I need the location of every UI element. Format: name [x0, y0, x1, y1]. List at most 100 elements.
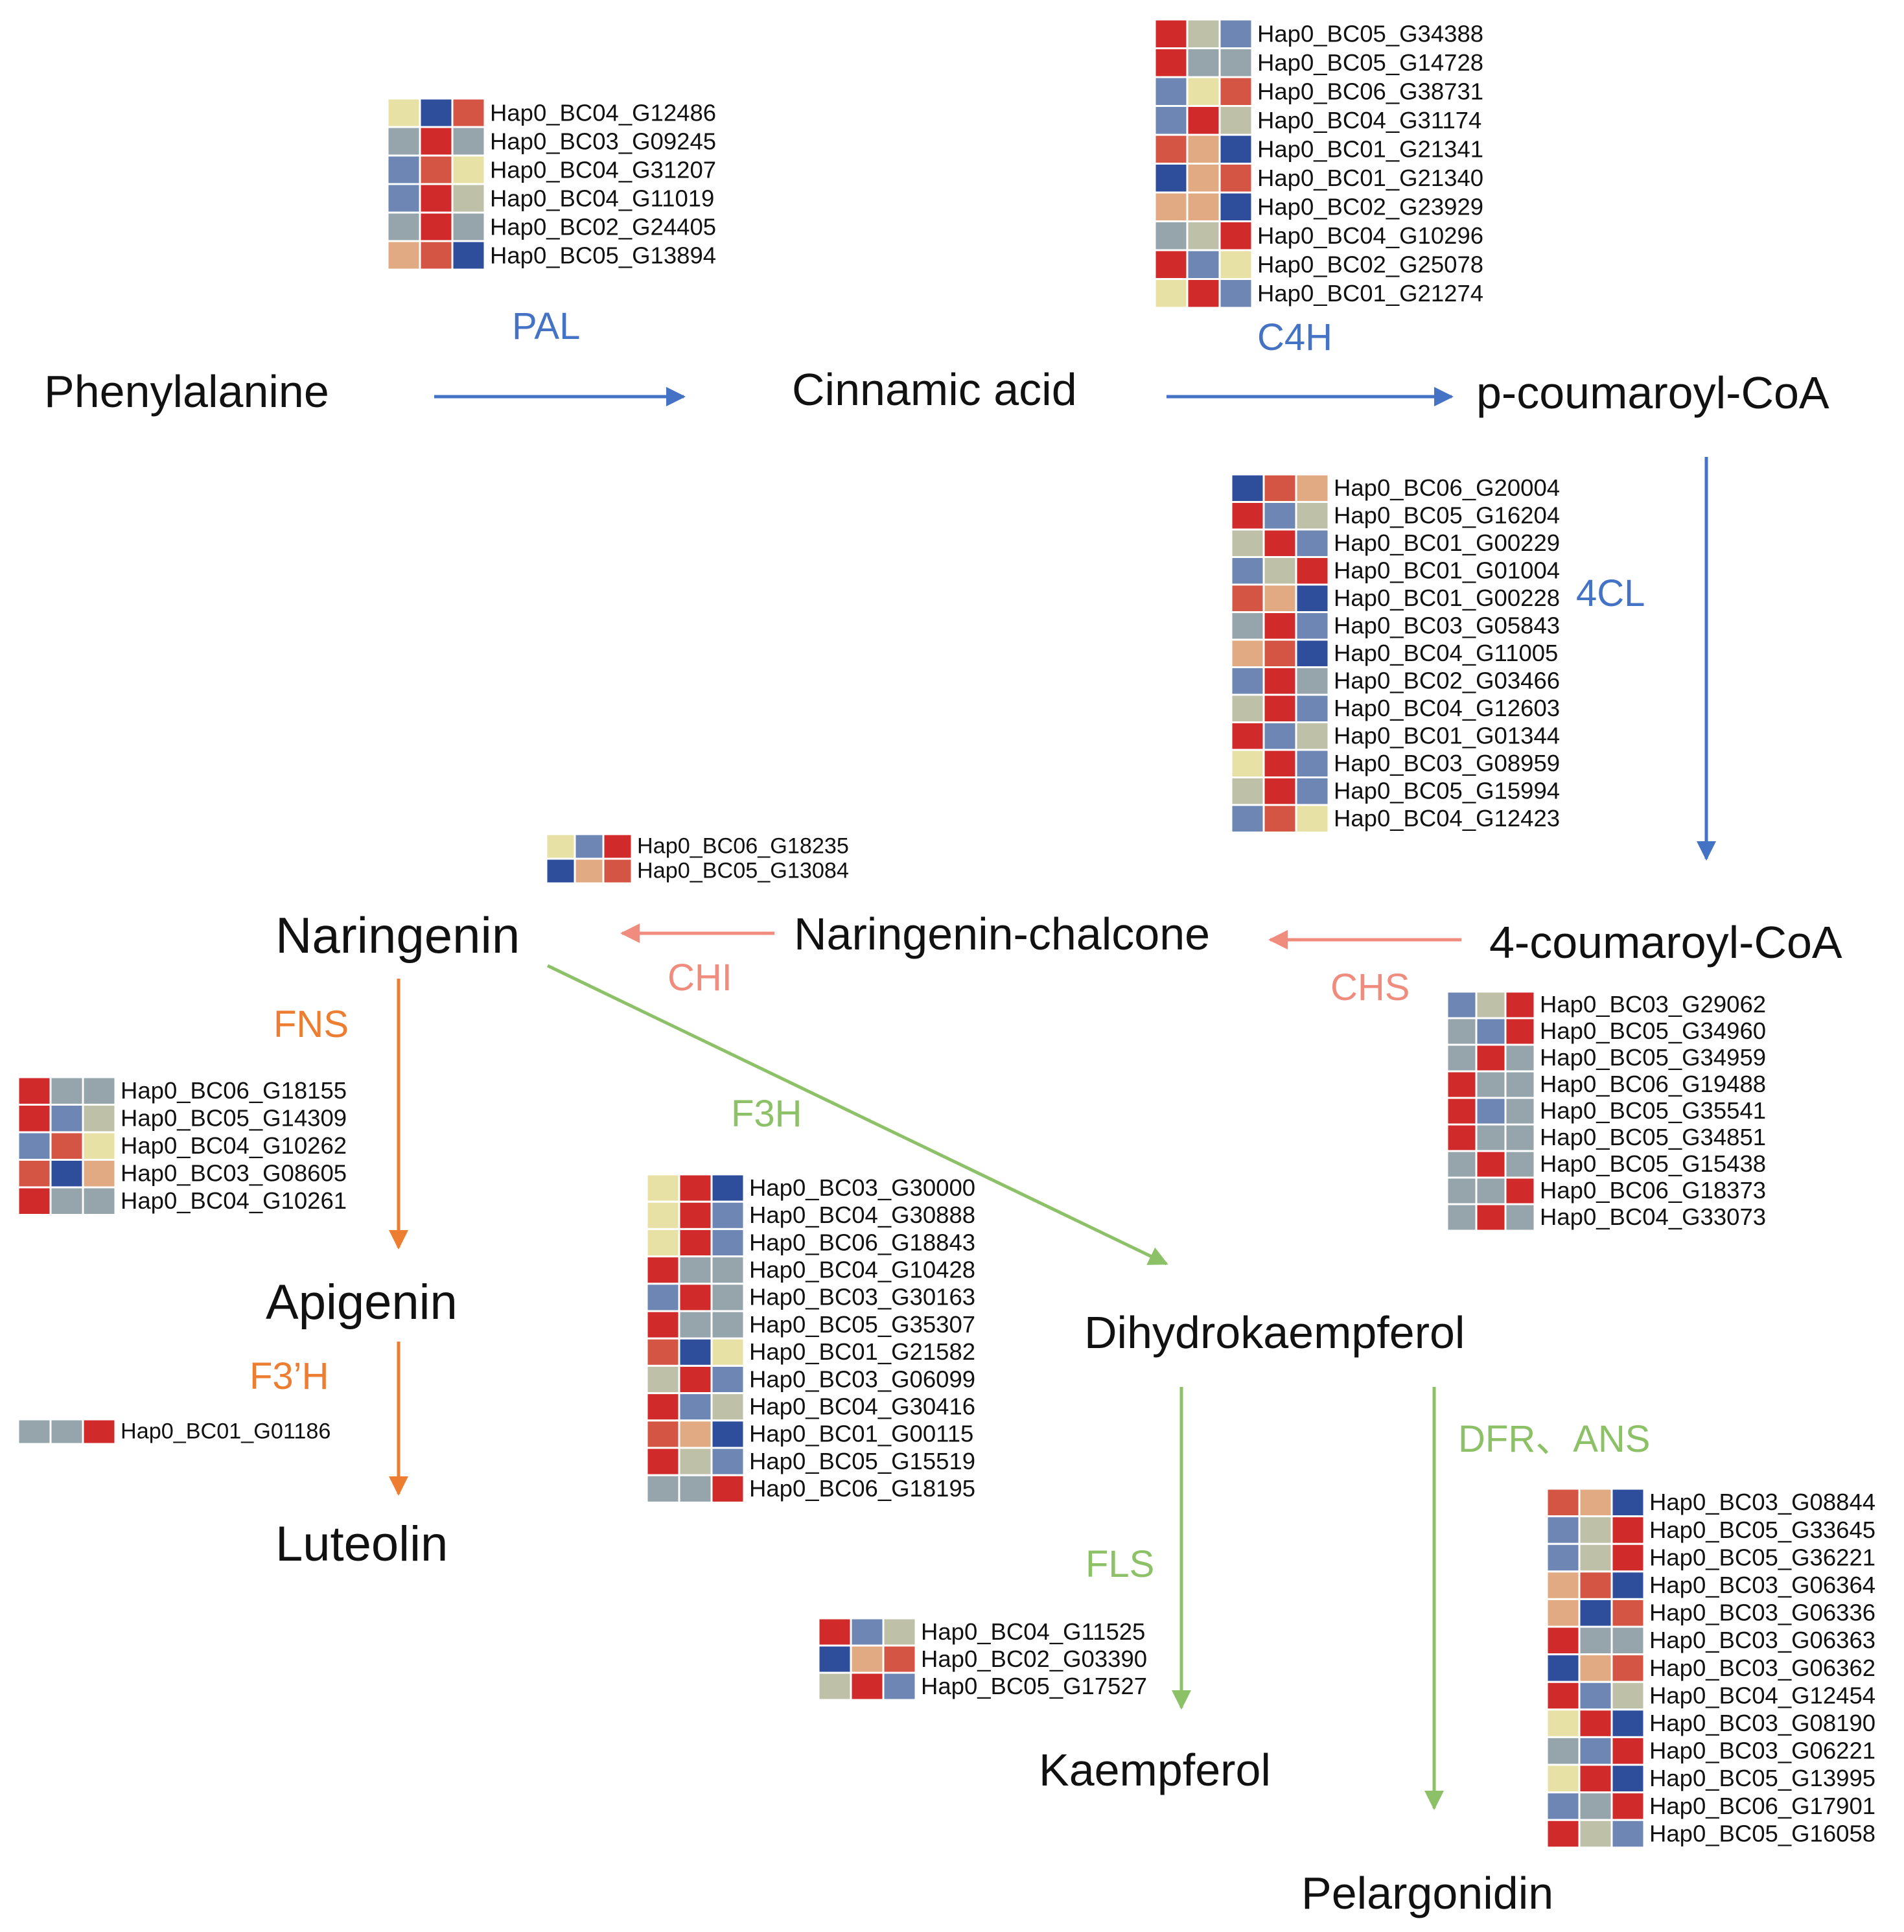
heatmap-cell: [850, 1671, 885, 1701]
metabolite-kaempferol: Kaempferol: [1039, 1745, 1271, 1795]
gene-label: Hap0_BC04_G30888: [749, 1202, 975, 1228]
gene-label: Hap0_BC06_G17901: [1649, 1793, 1875, 1819]
heatmap-cell: [1218, 134, 1253, 165]
gene-label: Hap0_BC05_G33645: [1649, 1517, 1875, 1543]
heatmap-cell: [1546, 1542, 1581, 1573]
heatmap-cell: [574, 833, 605, 860]
heatmap-cell: [1475, 1097, 1507, 1126]
heatmap-cell: [419, 97, 454, 128]
enzyme-fns: FNS: [273, 1003, 349, 1045]
heatmap-cell: [1262, 556, 1297, 586]
heatmap-cell: [17, 1076, 52, 1106]
gene-label: Hap0_BC04_G12603: [1334, 695, 1560, 721]
heatmap-cell: [1578, 1763, 1613, 1794]
heatmap-cell: [1154, 47, 1189, 78]
heatmap-cell: [602, 833, 633, 860]
heatmap-cell: [1610, 1791, 1645, 1821]
metabolite-dihydrokaempferol: Dihydrokaempferol: [1084, 1307, 1465, 1358]
heatmap-cell: [1475, 1176, 1507, 1205]
gene-label: Hap0_BC02_G03390: [921, 1646, 1147, 1672]
gene-label: Hap0_BC01_G21341: [1257, 136, 1483, 163]
gene-label: Hap0_BC06_G18195: [749, 1475, 975, 1502]
heatmap-cell: [1504, 1150, 1536, 1179]
heatmap-cell: [1295, 693, 1330, 723]
gene-label: Hap0_BC02_G03466: [1334, 668, 1560, 694]
gene-label: Hap0_BC05_G13894: [490, 242, 716, 268]
heatmap-cell: [710, 1392, 745, 1422]
heatmap-cell: [574, 857, 605, 885]
heatmap-cell: [1218, 76, 1253, 107]
gene-label: Hap0_BC05_G34960: [1540, 1018, 1766, 1044]
heatmap-cell: [1546, 1487, 1581, 1518]
gene-label: Hap0_BC06_G18843: [749, 1229, 975, 1255]
gene-label: Hap0_BC01_G21340: [1257, 165, 1483, 191]
heatmap-cell: [1186, 163, 1221, 194]
heatmap-cell: [1446, 1043, 1478, 1073]
heatmap-cell: [419, 211, 454, 242]
gene-label: Hap0_BC06_G19488: [1540, 1071, 1766, 1097]
heatmap-cell: [1610, 1681, 1645, 1711]
heatmap-cell: [1262, 749, 1297, 778]
heatmap-cell: [1295, 611, 1330, 641]
heatmap-cell: [1446, 1203, 1478, 1232]
heatmap-cell: [1262, 638, 1297, 668]
gene-label: Hap0_BC05_G34959: [1540, 1044, 1766, 1071]
gene-label: Hap0_BC05_G35307: [749, 1311, 975, 1338]
heatmap-cell: [1295, 556, 1330, 586]
gene-label: Hap0_BC04_G10261: [121, 1187, 347, 1214]
heatmap-cell: [1504, 1017, 1536, 1046]
heatmap-cell: [1504, 1203, 1536, 1232]
heatmap-cell: [1262, 721, 1297, 751]
heatmap-cell: [1218, 278, 1253, 309]
gene-label: Hap0_BC04_G12486: [490, 99, 716, 126]
heatmap-cell: [882, 1644, 917, 1674]
heatmap-cell: [645, 1392, 680, 1422]
heatmap-cell: [1546, 1681, 1581, 1711]
metabolite-apigenin: Apigenin: [266, 1275, 458, 1330]
enzyme-dfr-ans: DFR、ANS: [1458, 1418, 1650, 1460]
heatmap-cell: [1262, 804, 1297, 833]
gene-label: Hap0_BC04_G11005: [1334, 640, 1558, 666]
heatmap-cell: [1262, 611, 1297, 641]
gene-label: Hap0_BC05_G16058: [1649, 1820, 1875, 1846]
heatmap-cell: [710, 1474, 745, 1504]
heatmap-cell: [645, 1474, 680, 1504]
heatmap-cell: [451, 126, 486, 157]
enzyme-4cl: 4CL: [1576, 572, 1645, 614]
gene-label: Hap0_BC04_G31207: [490, 156, 716, 183]
heatmap-cell: [1230, 611, 1265, 641]
heatmap-cell: [1186, 134, 1221, 165]
heatmap-cell: [1546, 1625, 1581, 1656]
gene-label: Hap0_BC04_G10262: [121, 1132, 347, 1159]
gene-label: Hap0_BC03_G29062: [1540, 991, 1766, 1018]
heatmap-cell: [1186, 249, 1221, 280]
heatmap-cell: [645, 1228, 680, 1258]
metabolite-pelargonidin: Pelargonidin: [1301, 1868, 1553, 1918]
heatmap-cell: [1446, 1150, 1478, 1179]
gene-label: Hap0_BC04_G11019: [490, 185, 714, 211]
gene-label: Hap0_BC01_G21274: [1257, 280, 1483, 307]
heatmap-cell: [1546, 1763, 1581, 1794]
heatmap-cell: [386, 240, 421, 271]
heatmap-cell: [1578, 1819, 1613, 1849]
heatmap-cell: [1154, 249, 1189, 280]
heatmap-cell: [645, 1255, 680, 1285]
heatmap-cell: [1295, 749, 1330, 778]
heatmap-cell: [1186, 105, 1221, 136]
heatmap-cell: [1546, 1708, 1581, 1738]
heatmap-cell: [1262, 473, 1297, 503]
heatmap-cell: [1262, 666, 1297, 696]
enzyme-chi: CHI: [668, 957, 732, 999]
heatmap-cell: [678, 1310, 713, 1340]
heatmap-4cl: Hap0_BC06_G20004Hap0_BC05_G16204Hap0_BC0…: [1230, 473, 1560, 833]
heatmap-cell: [1154, 134, 1189, 165]
heatmap-cell: [1295, 501, 1330, 531]
heatmap-cell: [545, 833, 576, 860]
enzyme-chs: CHS: [1330, 966, 1410, 1008]
gene-label: Hap0_BC03_G08959: [1334, 750, 1560, 776]
heatmap-cell: [1546, 1791, 1581, 1821]
heatmap-cell: [678, 1364, 713, 1395]
heatmap-cell: [710, 1310, 745, 1340]
gene-label: Hap0_BC05_G15438: [1540, 1150, 1766, 1177]
heatmap-cell: [49, 1418, 84, 1445]
